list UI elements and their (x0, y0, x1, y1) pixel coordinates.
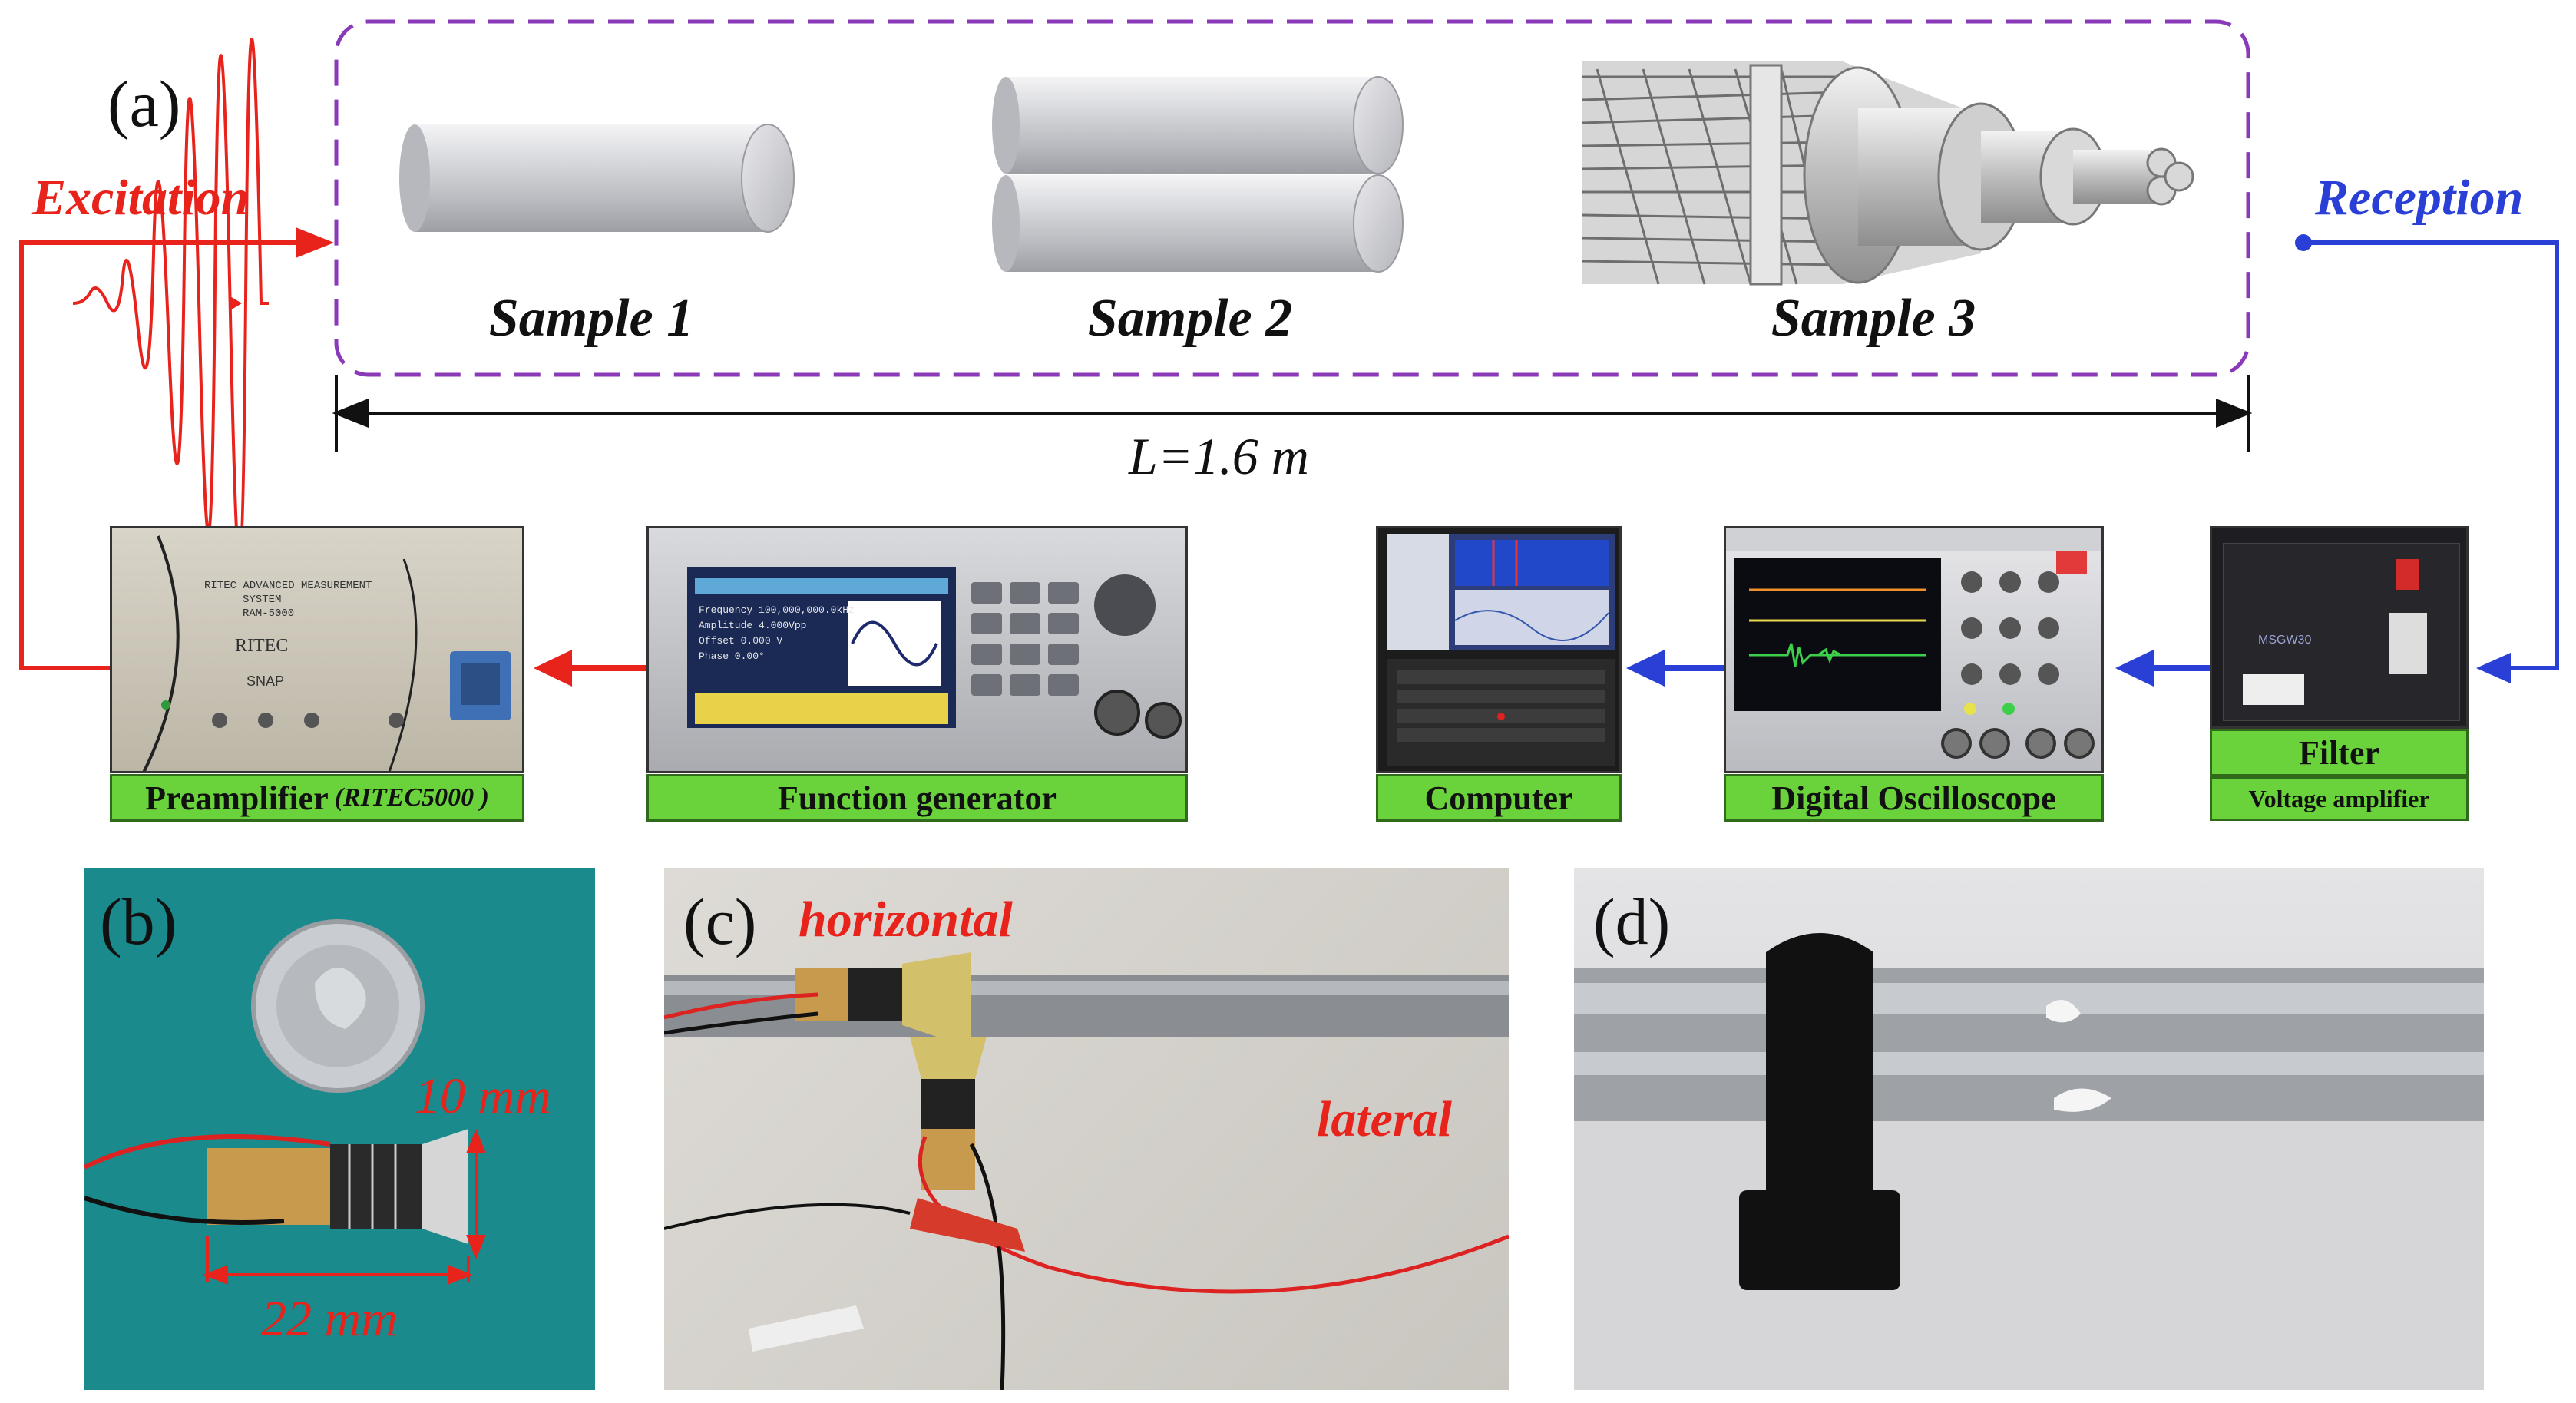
reception-label: Reception (2315, 170, 2524, 226)
computer-label: Computer (1376, 774, 1622, 822)
sample-3-label: Sample 3 (1771, 289, 1976, 348)
horizontal-label: horizontal (799, 892, 1013, 948)
reception-path (1626, 234, 2559, 687)
panel-b-letter: (b) (100, 885, 177, 958)
oscilloscope-photo (1724, 526, 2104, 773)
oscilloscope-label: Digital Oscilloscope (1724, 774, 2104, 822)
filter-label: Filter (2210, 729, 2469, 776)
panel-d-photo (1574, 868, 2484, 1390)
sample-dashed-box (334, 19, 2250, 377)
svg-text:Offset 0.000 V: Offset 0.000 V (699, 635, 782, 647)
length-label: L=1.6 m (1129, 427, 1309, 485)
sample-3-cable (1581, 61, 2194, 286)
preamplifier-label: Preamplifier(RITEC5000 ) (110, 774, 524, 822)
sample-1-rod (399, 124, 795, 233)
sample-2-label: Sample 2 (1087, 289, 1293, 348)
svg-text:Amplitude 4.000Vpp: Amplitude 4.000Vpp (699, 620, 806, 631)
panel-d-letter: (d) (1593, 885, 1671, 958)
dim-length-label: 22 mm (261, 1291, 398, 1347)
panel-a-letter: (a) (107, 67, 181, 141)
svg-text:Frequency 100,000,000.0kHz: Frequency 100,000,000.0kHz (699, 604, 855, 616)
voltage-amplifier-label: Voltage amplifier (2210, 776, 2469, 821)
preamplifier-photo: RITEC ADVANCED MEASUREMENT SYSTEM RAM-50… (110, 526, 524, 773)
lateral-label: lateral (1317, 1091, 1452, 1147)
svg-text:Phase 0.00°: Phase 0.00° (699, 650, 765, 662)
sample-1-label: Sample 1 (488, 289, 694, 348)
svg-text:RITEC: RITEC (235, 636, 288, 656)
function-generator-photo: Frequency 100,000,000.0kHz Amplitude 4.0… (646, 526, 1188, 773)
excitation-label: Excitation (32, 170, 250, 226)
computer-photo (1376, 526, 1622, 773)
svg-text:SYSTEM: SYSTEM (243, 594, 281, 606)
panel-b-photo (84, 868, 595, 1390)
ritec-line1: RITEC ADVANCED MEASUREMENT (204, 580, 372, 592)
svg-text:RAM-5000: RAM-5000 (243, 607, 294, 620)
dim-height-label: 10 mm (415, 1068, 551, 1124)
panel-c-letter: (c) (683, 885, 757, 958)
panel-c-photo (664, 868, 1509, 1390)
function-generator-label: Function generator (646, 774, 1188, 822)
filter-photo: MSGW30 (2210, 526, 2469, 729)
length-dimension (332, 375, 2253, 452)
svg-text:MSGW30: MSGW30 (2258, 634, 2311, 647)
sample-2-rods (992, 76, 1404, 273)
svg-text:SNAP: SNAP (246, 673, 284, 689)
